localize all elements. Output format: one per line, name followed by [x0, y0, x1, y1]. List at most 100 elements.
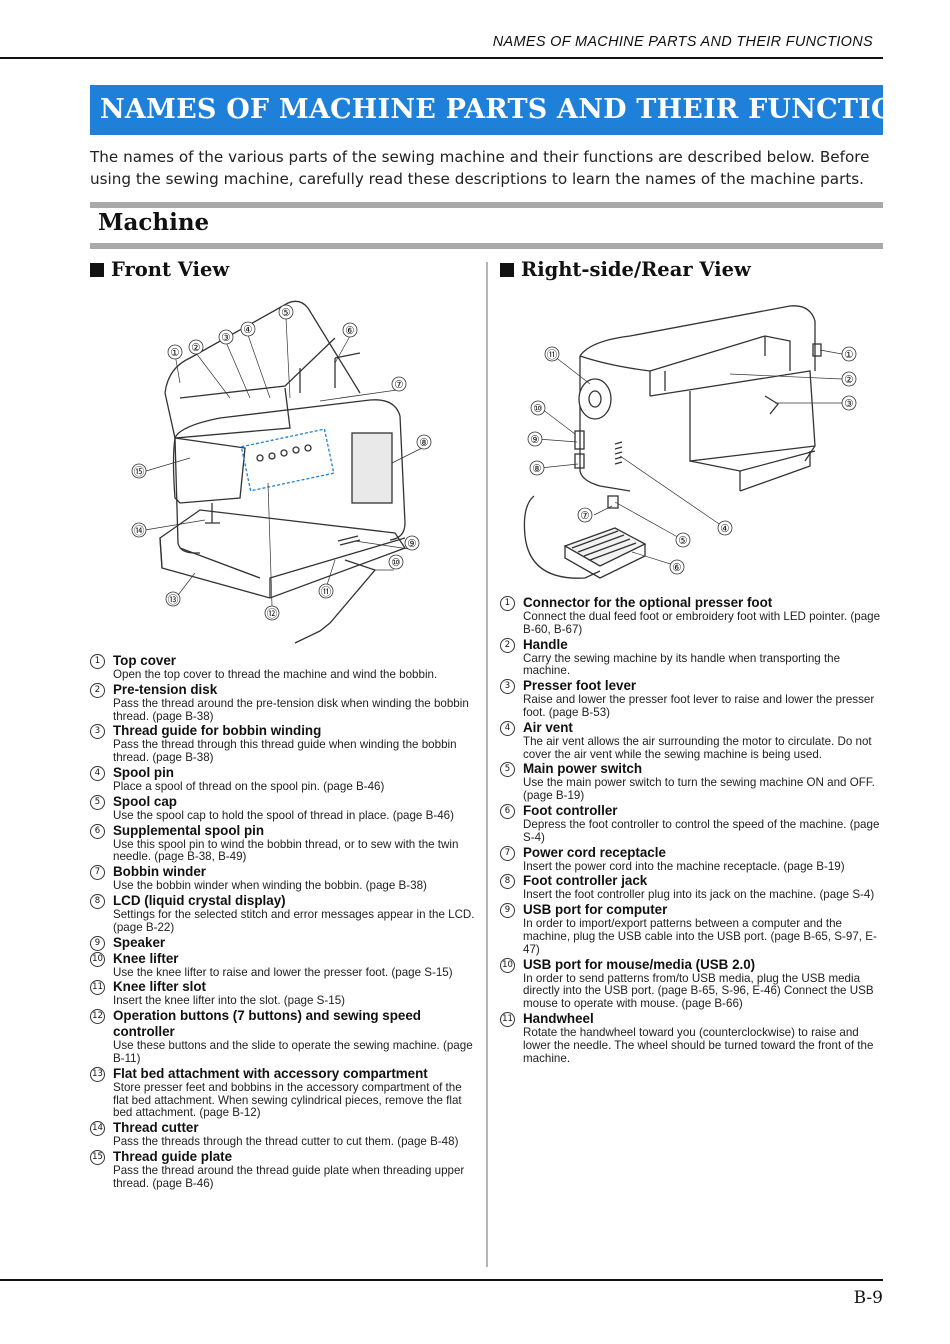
part-number-badge: 2 [90, 682, 105, 698]
rear-callout-3: ③ [844, 398, 853, 410]
section-rule-top [90, 202, 883, 208]
front-callout-3: ③ [221, 332, 230, 344]
section-rule-bottom [90, 243, 883, 249]
front-callout-8: ⑧ [419, 437, 428, 449]
part-number-badge: 6 [500, 803, 515, 819]
part-name: Air vent [523, 719, 573, 735]
part-number-badge: 5 [90, 794, 105, 810]
front-callout-1: ① [170, 347, 179, 359]
part-description: Use the knee lifter to raise and lower t… [113, 965, 453, 979]
rear-callout-10: ⑩ [533, 403, 542, 415]
part-name: Speaker [113, 934, 166, 950]
front-callout-14: ⑭ [134, 525, 145, 537]
part-number-badge: 11 [500, 1011, 515, 1027]
part-name: Foot controller jack [523, 873, 648, 889]
part-number-badge: 15 [90, 1149, 105, 1165]
part-description: Use the spool cap to hold the spool of t… [113, 808, 454, 822]
front-callout-9: ⑨ [407, 538, 416, 550]
part-number-badge: 11 [90, 980, 105, 996]
rear-callout-1: ① [844, 349, 853, 361]
part-number-badge: 8 [500, 874, 515, 890]
rear-callout-11: ⑪ [547, 349, 558, 361]
part-name: USB port for mouse/media (USB 2.0) [523, 956, 756, 972]
part-number-badge: 10 [90, 951, 105, 967]
part-number-badge: 3 [500, 679, 515, 695]
part-number-badge: 7 [500, 845, 515, 861]
part-name: Spool cap [113, 793, 177, 809]
footer-rule [0, 1279, 883, 1281]
part-description: Place a spool of thread on the spool pin… [113, 779, 385, 793]
part-description: Insert the foot controller plug into its… [523, 888, 875, 902]
part-name: Pre-tension disk [113, 681, 218, 697]
rear-callout-7: ⑦ [580, 510, 589, 522]
part-name: Foot controller [523, 802, 618, 818]
page-number: B-9 [853, 1288, 883, 1308]
rear-view-heading: Right-side/Rear View [500, 258, 751, 281]
column-divider [486, 262, 488, 1267]
rear-callout-8: ⑧ [532, 463, 541, 475]
rear-callout-4: ④ [720, 523, 729, 535]
part-description: Use this spool pin to wind the bobbin th… [113, 837, 459, 864]
front-callout-7: ⑦ [394, 379, 403, 391]
part-number-badge: 8 [90, 893, 105, 909]
front-callout-15: ⑮ [134, 466, 145, 478]
part-name: Bobbin winder [113, 864, 206, 880]
part-name: Thread cutter [113, 1120, 199, 1136]
part-name: Power cord receptacle [523, 844, 666, 860]
front-view-title: Front View [111, 258, 230, 281]
part-name: Operation buttons (7 buttons) and sewing… [113, 1008, 421, 1040]
part-name: Connector for the optional presser foot [523, 595, 773, 610]
part-number-badge: 4 [90, 765, 105, 781]
part-description: Insert the power cord into the machine r… [523, 859, 845, 873]
part-number-badge: 14 [90, 1121, 105, 1137]
front-callout-6: ⑥ [345, 325, 354, 337]
part-description: Use the main power switch to turn the se… [523, 776, 875, 803]
part-description: Store presser feet and bobbins in the ac… [113, 1080, 462, 1120]
front-view-illustration: ① ② ③ ④ ⑤ ⑥ ⑦ ⑧ ⑨ ⑩ ⑪ ⑫ ⑬ ⑭ ⑮ [120, 298, 450, 650]
part-name: Handwheel [523, 1010, 594, 1026]
part-description: Pass the thread around the thread guide … [113, 1163, 465, 1190]
part-name: Supplemental spool pin [113, 822, 265, 838]
part-description: Depress the foot controller to control t… [523, 817, 880, 844]
part-description: In order to send patterns from/to USB me… [523, 971, 874, 1011]
part-number-badge: 9 [500, 903, 515, 919]
front-part-9: 9 Speaker [90, 935, 475, 951]
part-description: In order to import/export patterns betwe… [523, 917, 877, 956]
part-number-badge: 10 [500, 957, 515, 973]
part-description: Pass the thread around the pre-tension d… [113, 696, 469, 723]
part-number-badge: 13 [90, 1066, 105, 1082]
part-name: Thread guide plate [113, 1148, 233, 1164]
front-callout-13: ⑬ [168, 594, 179, 606]
rear-view-title: Right-side/Rear View [521, 258, 751, 281]
front-callout-5: ⑤ [281, 307, 290, 319]
part-description: Use these buttons and the slide to opera… [113, 1039, 473, 1065]
part-number-badge: 6 [90, 823, 105, 839]
front-callout-11: ⑪ [321, 586, 332, 598]
part-number-badge: 12 [90, 1009, 105, 1025]
rear-callout-9: ⑨ [530, 434, 539, 446]
part-number-badge: 1 [90, 654, 105, 669]
part-description: Carry the sewing machine by its handle w… [523, 651, 841, 678]
part-name: Presser foot lever [523, 678, 637, 694]
part-name: Knee lifter [113, 950, 179, 966]
square-bullet-icon [500, 262, 514, 277]
part-number-badge: 4 [500, 720, 515, 736]
square-bullet-icon [90, 262, 104, 277]
part-number-badge: 9 [90, 935, 105, 951]
